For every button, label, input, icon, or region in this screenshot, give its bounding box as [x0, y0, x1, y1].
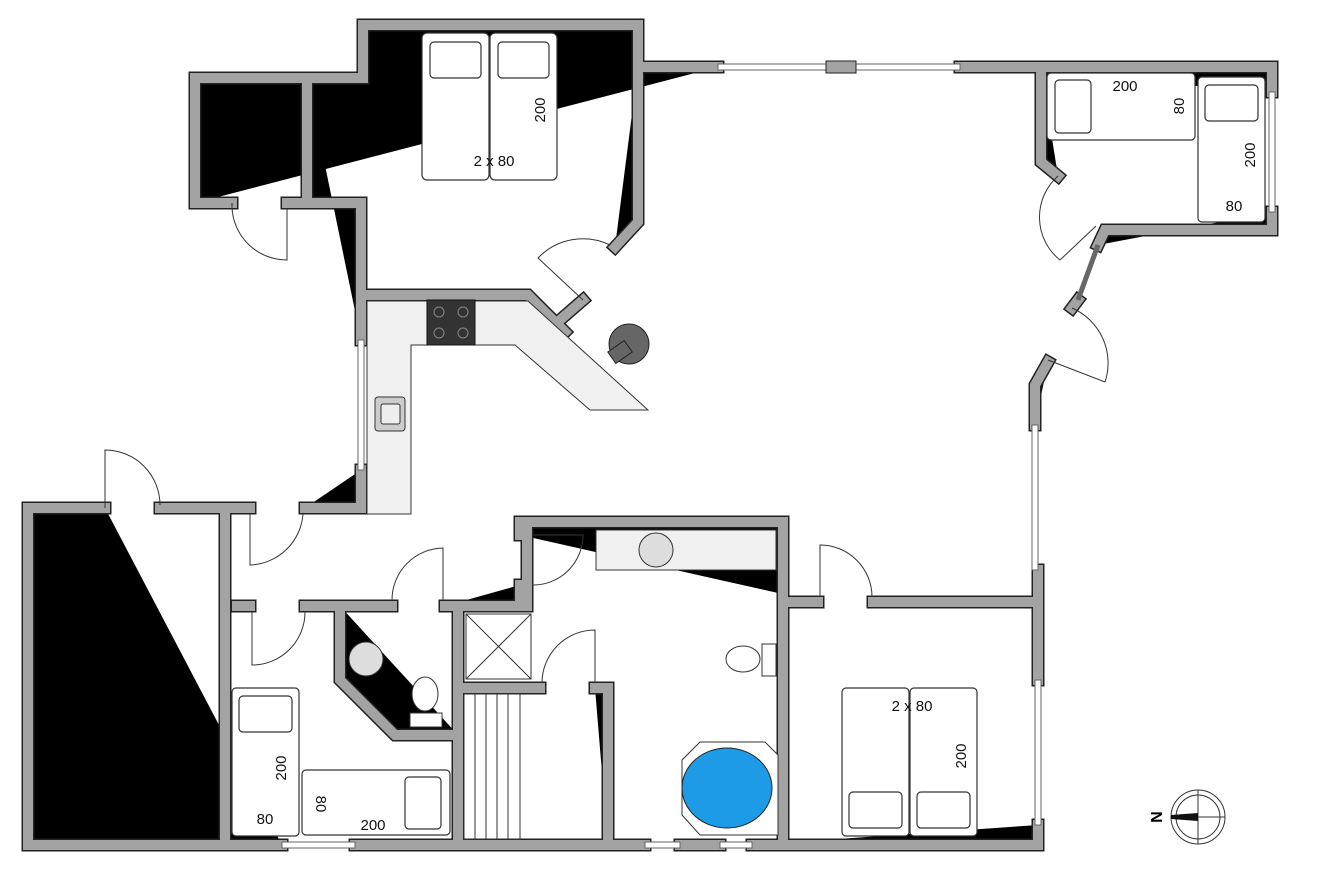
walls [28, 25, 1272, 845]
bed-label: 80 [312, 796, 329, 813]
north-label: N [1147, 811, 1164, 823]
sauna-bench [463, 693, 521, 840]
beds [231, 32, 1266, 837]
compass-icon: N [1147, 789, 1226, 845]
bathroom-fixtures [348, 529, 779, 840]
stove-icon [426, 299, 476, 346]
bed-label: 2 x 80 [892, 698, 933, 715]
windows [281, 60, 1276, 849]
bed-label: 200 [273, 755, 290, 780]
toilet-icon-2 [411, 676, 439, 712]
bed-label: 2 x 80 [474, 153, 515, 170]
bed-label: 80 [1171, 98, 1188, 115]
doors [104, 175, 1109, 684]
washbasin-icon [638, 532, 674, 568]
bathtub-water [681, 747, 773, 829]
dimension-labels: 2 x 80 200 200 80 200 80 200 80 80 200 2… [257, 78, 1259, 834]
kitchen-counter [366, 300, 650, 515]
bed-label: 200 [1242, 142, 1259, 167]
bed-label: 200 [1112, 78, 1137, 95]
toilet-icon [725, 645, 761, 673]
bed-label: 200 [532, 97, 549, 122]
bed-label: 80 [257, 811, 274, 828]
kitchen [366, 299, 650, 515]
bed-label: 200 [360, 817, 385, 834]
washbasin-icon-2 [348, 641, 384, 677]
bed-label: 200 [953, 743, 970, 768]
bed-label: 80 [1226, 198, 1243, 215]
